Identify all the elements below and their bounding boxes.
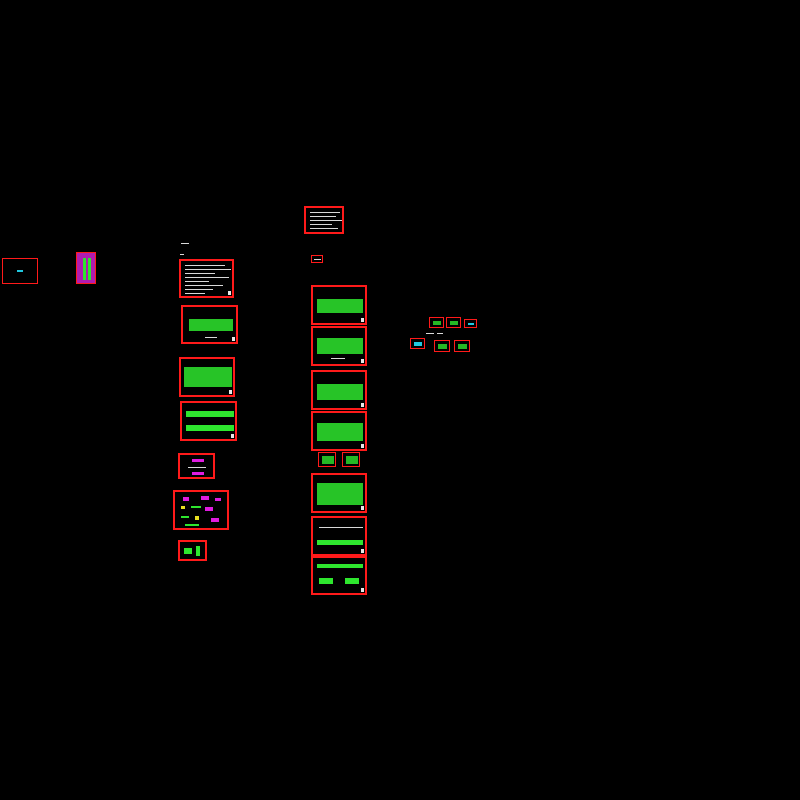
detail-line <box>188 467 206 468</box>
drawing-sheet-schedule[interactable] <box>304 206 344 234</box>
mini-label <box>426 333 434 334</box>
drawing-sheet-plan[interactable] <box>179 357 235 397</box>
drawing-sheet-plan[interactable] <box>311 326 367 366</box>
notes-line <box>185 281 209 282</box>
detail-mark <box>211 518 219 522</box>
elevation-block <box>345 578 359 584</box>
drawing-sheet-detail[interactable] <box>178 453 215 479</box>
plan-grid <box>317 423 363 441</box>
detail-mark <box>181 506 185 509</box>
detail-mark <box>196 546 200 556</box>
detail-mark <box>181 516 189 518</box>
section-mark <box>322 456 334 464</box>
mini-mark <box>468 323 474 325</box>
mini-mark <box>458 344 467 349</box>
schedule-line <box>310 212 340 213</box>
column-1-label <box>180 254 184 255</box>
plan-grid <box>317 338 363 354</box>
drawing-sheet-mini[interactable] <box>464 319 477 328</box>
notes-line <box>185 277 229 278</box>
drawing-sheet-plan[interactable] <box>181 305 238 344</box>
drawing-sheet-elevation[interactable] <box>180 401 237 441</box>
plan-grid <box>317 384 363 400</box>
notes-line <box>185 289 213 290</box>
drawing-sheet-small-detail[interactable] <box>178 540 207 561</box>
drawing-sheet-mini[interactable] <box>434 340 450 352</box>
schedule-line <box>310 224 332 225</box>
legend-mark <box>17 270 23 272</box>
detail-mark <box>185 524 199 526</box>
title-block <box>361 318 364 322</box>
title-block <box>361 549 364 553</box>
detail-mark <box>183 497 189 501</box>
plan-grid <box>184 367 232 387</box>
drawing-sheet-plan[interactable] <box>311 411 367 451</box>
drawing-sheet-plan[interactable] <box>311 473 367 513</box>
detail-mark <box>192 459 204 462</box>
elevation-band <box>317 540 363 545</box>
title-block <box>361 506 364 510</box>
notes-line <box>185 285 223 286</box>
elevation-line <box>319 527 363 528</box>
tiny-line <box>314 259 321 260</box>
drawing-sheet-plan[interactable] <box>311 285 367 325</box>
elevation-band <box>186 425 234 431</box>
title-block <box>361 359 364 363</box>
drawing-sheet-elevation[interactable] <box>311 516 367 556</box>
drawing-sheet-cover[interactable] <box>76 252 96 284</box>
title-block <box>361 403 364 407</box>
mini-mark <box>438 344 447 349</box>
drawing-sheet-mini[interactable] <box>429 317 444 328</box>
schedule-line <box>310 220 342 221</box>
cover-block <box>83 258 86 280</box>
detail-mark <box>201 496 209 500</box>
drawing-sheet-mini[interactable] <box>410 338 425 349</box>
drawing-sheet-plan[interactable] <box>311 370 367 410</box>
schedule-line <box>310 228 338 229</box>
mini-mark <box>450 321 458 325</box>
plan-grid <box>317 299 363 313</box>
notes-line <box>185 265 225 266</box>
title-block <box>361 588 364 592</box>
title-block <box>231 434 234 438</box>
drawing-sheet-details[interactable] <box>173 490 229 530</box>
detail-mark <box>191 506 201 508</box>
notes-line <box>185 269 231 270</box>
drawing-sheet-notes[interactable] <box>179 259 234 298</box>
drawing-sheet-mini[interactable] <box>446 317 461 328</box>
mini-label <box>437 333 443 334</box>
detail-mark <box>215 498 221 501</box>
plan-grid <box>189 319 233 331</box>
plan-caption <box>331 358 345 359</box>
cover-block <box>88 258 91 280</box>
detail-mark <box>205 507 213 511</box>
drawing-sheet-elevation[interactable] <box>311 556 367 595</box>
title-block <box>361 444 364 448</box>
detail-mark <box>184 548 192 554</box>
elevation-band <box>186 411 234 417</box>
drawing-sheet-legend[interactable] <box>2 258 38 284</box>
drawing-sheet-section[interactable] <box>342 452 360 467</box>
elevation-band <box>317 564 363 568</box>
title-block <box>232 337 235 341</box>
drawing-sheet-tiny[interactable] <box>311 255 323 263</box>
mini-mark <box>414 342 422 346</box>
detail-mark <box>192 472 204 475</box>
column-1-label <box>181 243 189 244</box>
notes-line <box>185 273 215 274</box>
drawing-sheet-section[interactable] <box>318 452 336 467</box>
notes-line <box>185 293 205 294</box>
plan-caption <box>205 337 217 338</box>
detail-mark <box>195 516 199 520</box>
elevation-block <box>319 578 333 584</box>
title-block <box>228 291 231 295</box>
schedule-line <box>310 216 336 217</box>
section-mark <box>346 456 358 464</box>
plan-grid <box>317 483 363 505</box>
drawing-sheet-mini[interactable] <box>454 340 470 352</box>
mini-mark <box>433 321 441 325</box>
title-block <box>229 390 232 394</box>
